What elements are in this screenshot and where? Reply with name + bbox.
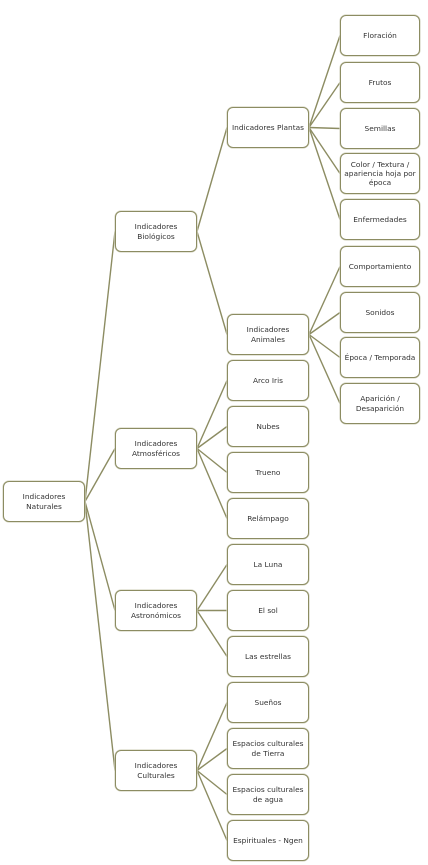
edge-indicadores-astronomicos-to-las-estrellas bbox=[196, 610, 228, 657]
edge-indicadores-animales-to-epoca-temporada bbox=[308, 333, 341, 359]
node-espacios-culturales-agua: Espacios culturales de agua bbox=[227, 774, 309, 815]
node-indicadores-animales: Indicadores Animales bbox=[227, 314, 309, 355]
node-indicadores-culturales: Indicadores Culturales bbox=[115, 750, 197, 791]
node-espirituales-ngen: Espirituales - Ngen bbox=[227, 820, 309, 861]
node-floracion: Floración bbox=[340, 15, 420, 56]
edge-indicadores-culturales-to-espacios-culturales-tierra bbox=[196, 747, 228, 772]
node-comportamiento: Comportamiento bbox=[340, 246, 420, 287]
edge-indicadores-atmosfericos-to-nubes bbox=[196, 425, 228, 450]
node-indicadores-naturales: Indicadores Naturales bbox=[3, 481, 85, 522]
node-suenos: Sueños bbox=[227, 682, 309, 723]
edge-indicadores-naturales-to-indicadores-biologicos bbox=[84, 231, 116, 502]
edge-indicadores-biologicos-to-indicadores-plantas bbox=[196, 127, 228, 232]
edge-indicadores-culturales-to-espacios-culturales-agua bbox=[196, 769, 228, 796]
edge-indicadores-plantas-to-enfermedades bbox=[308, 127, 341, 220]
edge-indicadores-animales-to-sonidos bbox=[308, 311, 341, 336]
edge-indicadores-biologicos-to-indicadores-animales bbox=[196, 231, 228, 335]
node-epoca-temporada: Época / Temporada bbox=[340, 337, 420, 378]
node-sonidos: Sonidos bbox=[340, 292, 420, 333]
node-la-luna: La Luna bbox=[227, 544, 309, 585]
edge-indicadores-naturales-to-indicadores-astronomicos bbox=[84, 501, 116, 611]
edge-indicadores-naturales-to-indicadores-culturales bbox=[84, 501, 116, 771]
node-arco-iris: Arco Iris bbox=[227, 360, 309, 401]
node-semillas: Semillas bbox=[340, 108, 420, 149]
edge-indicadores-astronomicos-to-la-luna bbox=[196, 564, 228, 611]
node-indicadores-biologicos: Indicadores Biológicos bbox=[115, 211, 197, 252]
edge-indicadores-culturales-to-suenos bbox=[196, 702, 228, 771]
node-las-estrellas: Las estrellas bbox=[227, 636, 309, 677]
edge-indicadores-plantas-to-frutos bbox=[308, 82, 341, 128]
edge-indicadores-plantas-to-semillas bbox=[308, 126, 341, 130]
edge-indicadores-plantas-to-color-textura bbox=[308, 127, 341, 174]
node-espacios-culturales-tierra: Espacios culturales de Tierra bbox=[227, 728, 309, 769]
edge-indicadores-atmosfericos-to-arco-iris bbox=[196, 380, 228, 449]
edge-indicadores-culturales-to-espirituales-ngen bbox=[196, 770, 228, 841]
edge-indicadores-animales-to-aparicion-desaparicion bbox=[308, 334, 341, 404]
node-indicadores-astronomicos: Indicadores Astronómicos bbox=[115, 590, 197, 631]
edge-indicadores-atmosfericos-to-trueno bbox=[196, 447, 228, 474]
edge-indicadores-plantas-to-floracion bbox=[308, 35, 341, 128]
edge-indicadores-animales-to-comportamiento bbox=[308, 266, 341, 335]
node-enfermedades: Enfermedades bbox=[340, 199, 420, 240]
node-aparicion-desaparicion: Aparición / Desaparición bbox=[340, 383, 420, 424]
node-nubes: Nubes bbox=[227, 406, 309, 447]
node-color-textura: Color / Textura / apariencia hoja por ép… bbox=[340, 153, 420, 194]
edge-indicadores-atmosfericos-to-relampago bbox=[196, 448, 228, 519]
node-frutos: Frutos bbox=[340, 62, 420, 103]
node-el-sol: El sol bbox=[227, 590, 309, 631]
edge-indicadores-naturales-to-indicadores-atmosfericos bbox=[84, 448, 116, 502]
node-indicadores-atmosfericos: Indicadores Atmosféricos bbox=[115, 428, 197, 469]
node-indicadores-plantas: Indicadores Plantas bbox=[227, 107, 309, 148]
node-trueno: Trueno bbox=[227, 452, 309, 493]
node-relampago: Relámpago bbox=[227, 498, 309, 539]
